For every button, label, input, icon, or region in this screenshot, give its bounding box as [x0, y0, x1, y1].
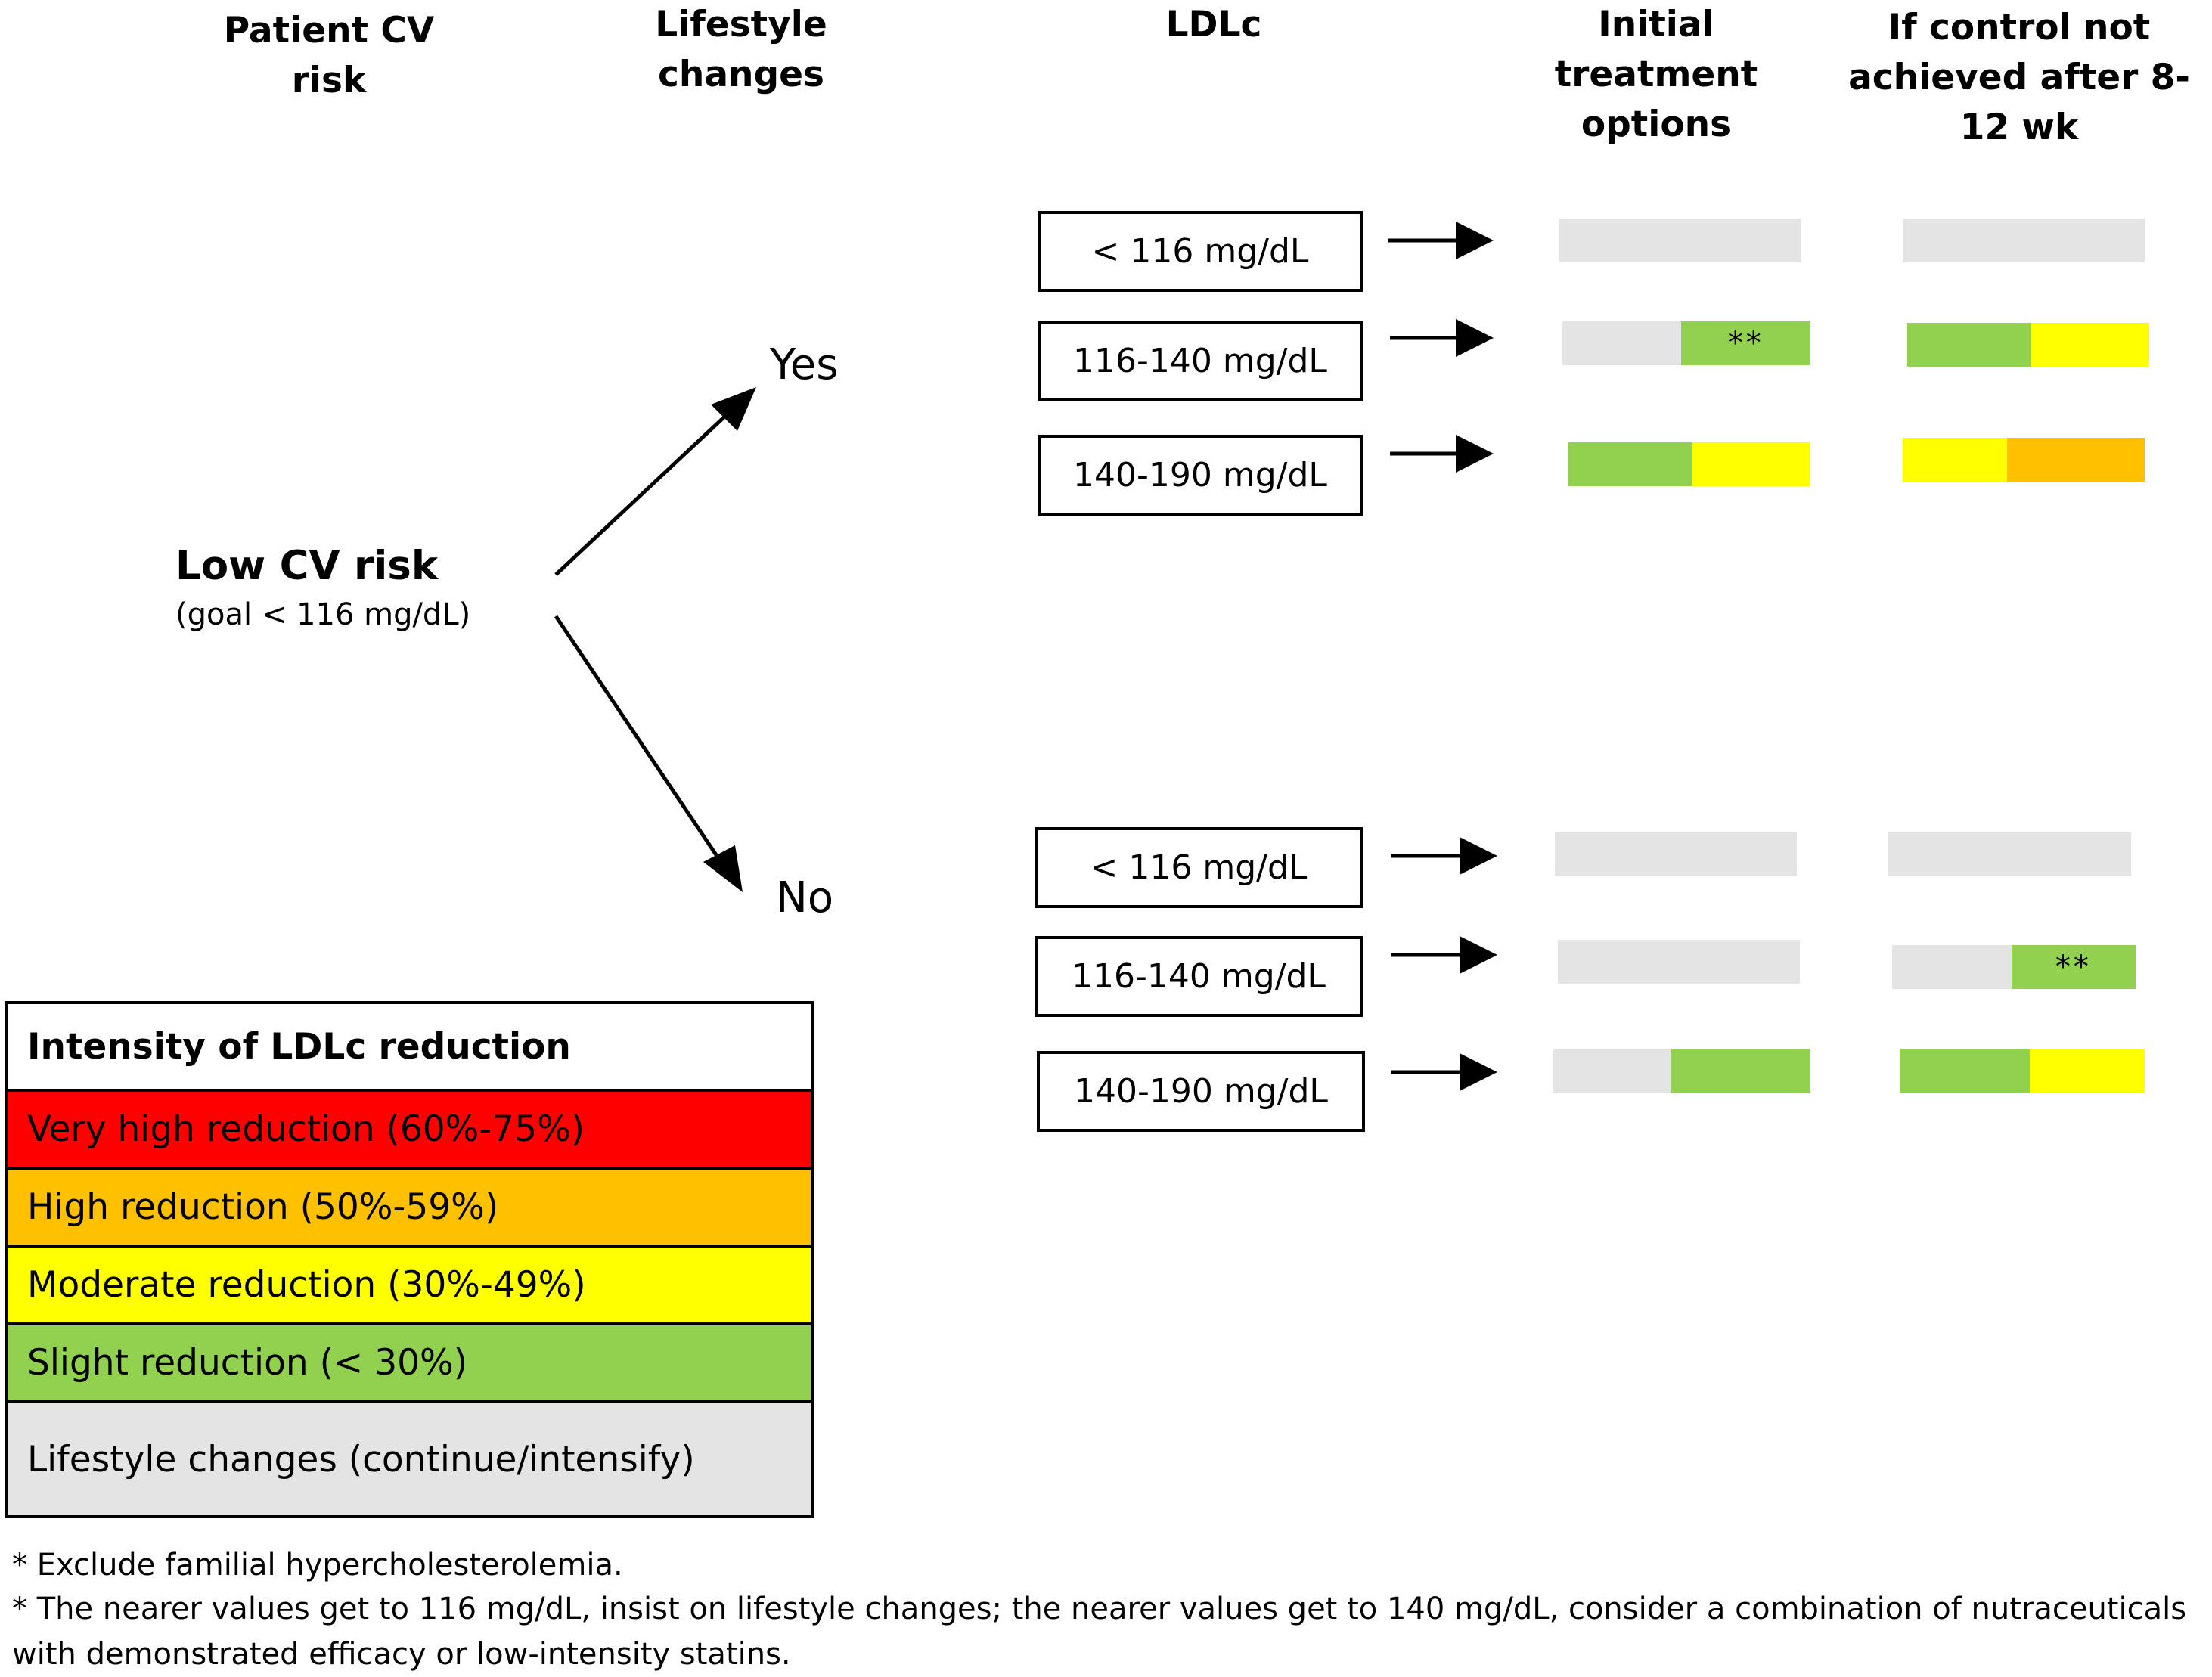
segment-slight: ** — [1681, 321, 1810, 365]
legend-item-very-high: Very high reduction (60%-75%) — [8, 1089, 811, 1167]
segment-moderate — [1903, 438, 2007, 482]
segment-lifestyle — [1555, 832, 1797, 876]
arrow-row-yes-2-head — [1456, 319, 1494, 357]
legend-item-slight: Slight reduction (< 30%) — [8, 1322, 811, 1400]
bar-yes-116-140-initial: ** — [1562, 321, 1810, 365]
header-ldlc: LDLc — [1165, 4, 1262, 45]
segment-slight — [1907, 323, 2031, 367]
ldl-box-no-lt116: < 116 mg/dL — [1035, 827, 1363, 908]
header-initial-treatment: Initial treatment options — [1554, 4, 1758, 145]
header-if-control-not-achieved: If control not achieved after 8-12 wk — [1848, 7, 2190, 148]
legend-item-lifestyle: Lifestyle changes (continue/intensify) — [8, 1400, 811, 1515]
arrow-no-head — [703, 845, 743, 892]
segment-slight: ** — [2011, 945, 2136, 989]
segment-moderate — [2031, 323, 2149, 367]
bar-no-140-190-followup — [1900, 1049, 2145, 1093]
header-lifestyle-changes: Lifestyle changes — [655, 4, 827, 95]
arrow-no — [554, 615, 728, 871]
bar-yes-140-190-followup — [1903, 438, 2145, 482]
arrow-yes-head — [711, 387, 756, 431]
segment-slight — [1671, 1049, 1810, 1093]
segment-moderate — [2029, 1049, 2145, 1093]
legend-title: Intensity of LDLc reduction — [8, 1004, 811, 1089]
bar-no-140-190-initial — [1553, 1049, 1810, 1093]
arrow-yes — [554, 396, 746, 576]
ldl-box-no-140-190: 140-190 mg/dL — [1037, 1051, 1365, 1132]
bar-no-lt116-followup — [1888, 832, 2131, 876]
segment-lifestyle — [1888, 832, 2131, 876]
branch-yes-label: Yes — [770, 340, 839, 389]
ldl-box-no-116-140: 116-140 mg/dL — [1035, 936, 1363, 1017]
bar-yes-116-140-followup — [1907, 323, 2149, 367]
arrow-row-no-3-head — [1460, 1053, 1497, 1091]
segment-lifestyle — [1558, 940, 1800, 984]
segment-slight — [1568, 442, 1692, 486]
segment-lifestyle — [1903, 219, 2145, 262]
bar-yes-lt116-initial — [1559, 219, 1801, 262]
legend: Intensity of LDLc reduction Very high re… — [5, 1001, 814, 1518]
bar-no-lt116-initial — [1555, 832, 1797, 876]
segment-moderate — [1692, 442, 1810, 486]
bar-yes-lt116-followup — [1903, 219, 2145, 262]
ldl-box-yes-140-190: 140-190 mg/dL — [1038, 435, 1363, 516]
segment-slight — [1900, 1049, 2030, 1093]
segment-high — [2006, 438, 2145, 482]
footnote-2: * The nearer values get to 116 mg/dL, in… — [12, 1592, 2187, 1672]
bar-no-116-140-initial — [1558, 940, 1800, 984]
ldl-box-yes-lt116: < 116 mg/dL — [1038, 211, 1363, 292]
arrow-row-yes-3-head — [1456, 435, 1494, 473]
segment-lifestyle — [1562, 321, 1682, 365]
bar-no-116-140-followup: ** — [1892, 945, 2136, 989]
segment-lifestyle — [1553, 1049, 1672, 1093]
bar-yes-140-190-initial — [1568, 442, 1810, 486]
segment-lifestyle — [1892, 945, 2012, 989]
arrow-row-yes-1-head — [1456, 222, 1494, 259]
arrow-row-no-1-head — [1460, 837, 1497, 875]
arrow-row-no-2-head — [1460, 936, 1497, 974]
header-patient-cv-risk: Patient CV risk — [223, 10, 435, 101]
branch-no-label: No — [776, 873, 834, 922]
risk-goal: (goal < 116 mg/dL) — [175, 597, 471, 632]
legend-item-high: High reduction (50%-59%) — [8, 1167, 811, 1245]
segment-lifestyle — [1559, 219, 1801, 262]
legend-item-moderate: Moderate reduction (30%-49%) — [8, 1245, 811, 1322]
ldl-box-yes-116-140: 116-140 mg/dL — [1038, 321, 1363, 401]
risk-title: Low CV risk — [175, 543, 439, 589]
footnote-1: * Exclude familial hypercholesterolemia. — [12, 1548, 623, 1582]
